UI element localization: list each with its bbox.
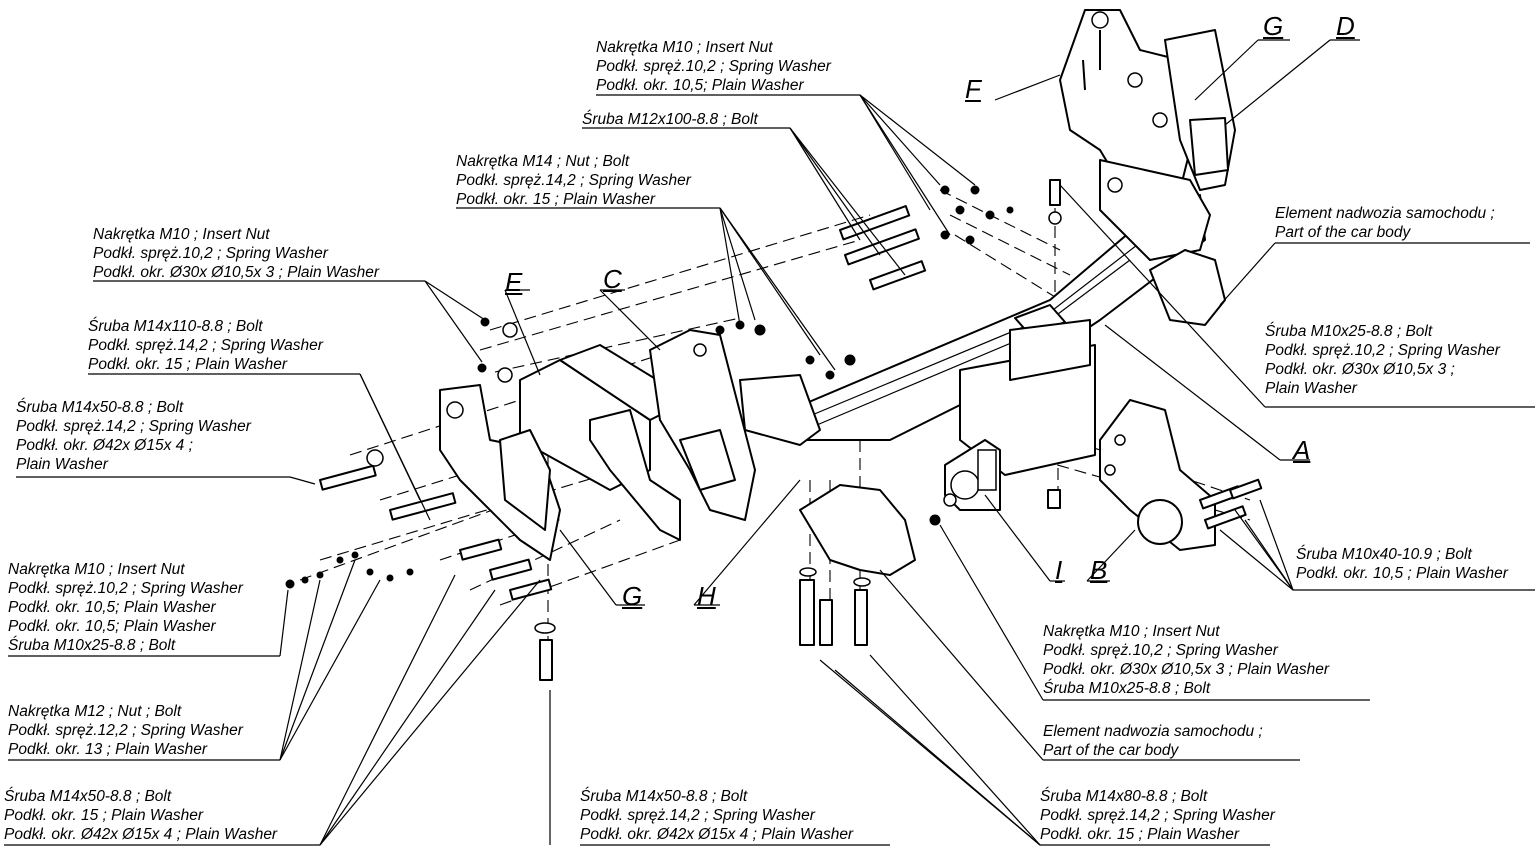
label-line: Podkł. okr. 15 ; Plain Washer xyxy=(88,356,288,373)
label-bolt-m14x50-left: Śruba M14x50-8.8 ; Bolt Podkł. spręż.14,… xyxy=(16,398,251,474)
label-line: Nakrętka M10 ; Insert Nut xyxy=(596,39,773,56)
label-line: Plain Washer xyxy=(1265,380,1357,397)
label-line: Element nadwozia samochodu ; xyxy=(1043,723,1263,740)
label-line: Podkł. spręż.14,2 ; Spring Washer xyxy=(1040,807,1275,824)
label-nut-m14: Nakrętka M14 ; Nut ; Bolt Podkł. spręż.1… xyxy=(456,152,691,209)
label-car-body-top: Element nadwozia samochodu ; Part of the… xyxy=(1275,204,1495,242)
label-line: Podkł. okr. 13 ; Plain Washer xyxy=(8,741,208,758)
label-nut-m10-left: Nakrętka M10 ; Insert Nut Podkł. spręż.1… xyxy=(93,225,379,282)
label-line: Podkł. spręż.10,2 ; Spring Washer xyxy=(1265,342,1500,359)
letter-a: A xyxy=(1293,435,1311,465)
socket-plate-i xyxy=(944,439,1001,511)
label-line: Podkł. okr. Ø42x Ø15x 4 ; Plain Washer xyxy=(4,826,278,843)
label-line: Podkł. okr. 10,5; Plain Washer xyxy=(8,618,216,635)
label-bolt-m14x110: Śruba M14x110-8.8 ; Bolt Podkł. spręż.14… xyxy=(88,317,323,374)
label-top-nut-m10: Nakrętka M10 ; Insert Nut Podkł. spręż.1… xyxy=(596,38,831,95)
letter-d: D xyxy=(1336,11,1355,41)
letter-b: B xyxy=(1090,555,1108,585)
label-line: Part of the car body xyxy=(1275,224,1411,241)
label-line: Nakrętka M10 ; Insert Nut xyxy=(8,561,185,578)
label-line: Nakrętka M10 ; Insert Nut xyxy=(1043,623,1220,640)
label-line: Podkł. spręż.14,2 ; Spring Washer xyxy=(580,807,815,824)
letter-h: H xyxy=(697,581,716,611)
label-line: Podkł. okr. 15 ; Plain Washer xyxy=(456,191,656,208)
label-line: Podkł. okr. Ø30x Ø10,5x 3 ; xyxy=(1265,361,1455,378)
left-mounting-plates xyxy=(439,329,756,561)
label-line: Part of the car body xyxy=(1043,742,1179,759)
crossbar-a xyxy=(739,194,1206,476)
label-line: Podkł. spręż.10,2 ; Spring Washer xyxy=(1043,642,1278,659)
label-line: Śruba M10x25-8.8 ; Bolt xyxy=(8,637,176,654)
label-line: Śruba M14x50-8.8 ; Bolt xyxy=(4,788,172,805)
label-line: Śruba M14x50-8.8 ; Bolt xyxy=(580,788,748,805)
letter-e: E xyxy=(505,267,523,297)
label-bolt-m14x80: Śruba M14x80-8.8 ; Bolt Podkł. spręż.14,… xyxy=(1040,787,1275,844)
label-line: Śruba M12x100-8.8 ; Bolt xyxy=(582,111,758,128)
label-line: Podkł. spręż.10,2 ; Spring Washer xyxy=(93,245,328,262)
label-line: Śruba M14x110-8.8 ; Bolt xyxy=(88,318,263,335)
label-line: Podkł. okr. 15 ; Plain Washer xyxy=(4,807,204,824)
label-line: Podkł. spręż.12,2 ; Spring Washer xyxy=(8,722,243,739)
label-nut-m12: Nakrętka M12 ; Nut ; Bolt Podkł. spręż.1… xyxy=(8,702,243,759)
label-line: Śruba M14x80-8.8 ; Bolt xyxy=(1040,788,1208,805)
label-bolt-m14x50-bottom-left: Śruba M14x50-8.8 ; Bolt Podkł. okr. 15 ;… xyxy=(4,787,277,844)
label-bolt-m12x100: Śruba M12x100-8.8 ; Bolt xyxy=(582,110,758,129)
label-line: Podkł. okr. Ø30x Ø10,5x 3 ; Plain Washer xyxy=(1043,661,1330,678)
label-bolt-m10x25-right: Śruba M10x25-8.8 ; Bolt Podkł. spręż.10,… xyxy=(1265,322,1500,398)
label-line: Śruba M10x25-8.8 ; Bolt xyxy=(1043,680,1211,697)
label-line: Podkł. spręż.14,2 ; Spring Washer xyxy=(456,172,691,189)
label-line: Podkł. okr. 15 ; Plain Washer xyxy=(1040,826,1240,843)
letter-g-top: G xyxy=(1263,11,1284,41)
letter-i: I xyxy=(1055,555,1063,585)
label-line: Nakrętka M12 ; Nut ; Bolt xyxy=(8,703,182,720)
label-line: Element nadwozia samochodu ; xyxy=(1275,205,1495,222)
label-line: Śruba M14x50-8.8 ; Bolt xyxy=(16,399,184,416)
hardware xyxy=(285,179,1263,681)
label-line: Podkł. okr. 10,5 ; Plain Washer xyxy=(1296,565,1508,582)
label-line: Podkł. spręż.10,2 ; Spring Washer xyxy=(8,580,243,597)
label-line: Podkł. okr. Ø42x Ø15x 4 ; Plain Washer xyxy=(580,826,854,843)
label-car-body-bottom: Element nadwozia samochodu ; Part of the… xyxy=(1043,722,1263,760)
letter-c: C xyxy=(603,264,622,294)
label-bolt-m10x40: Śruba M10x40-10.9 ; Bolt Podkł. okr. 10,… xyxy=(1296,545,1508,583)
label-line: Nakrętka M10 ; Insert Nut xyxy=(93,226,270,243)
label-line: Podkł. spręż.14,2 ; Spring Washer xyxy=(88,337,323,354)
label-line: Podkł. okr. 10,5; Plain Washer xyxy=(8,599,216,616)
ball-plate-b xyxy=(1099,399,1216,551)
label-line: Podkł. spręż.10,2 ; Spring Washer xyxy=(596,58,831,75)
letter-g-bottom: G xyxy=(622,581,643,611)
bracket-d-g-f xyxy=(1059,9,1236,261)
label-line: Podkł. okr. Ø42x Ø15x 4 ; xyxy=(16,437,193,454)
leader-lines xyxy=(4,39,1535,846)
letter-f: F xyxy=(965,74,981,104)
label-line: Podkł. okr. Ø30x Ø10,5x 3 ; Plain Washer xyxy=(93,264,380,281)
label-line: Śruba M10x25-8.8 ; Bolt xyxy=(1265,323,1433,340)
label-line: Plain Washer xyxy=(16,456,108,473)
label-bolt-m14x50-bottom-mid: Śruba M14x50-8.8 ; Bolt Podkł. spręż.14,… xyxy=(580,787,853,844)
label-line: Podkł. spręż.14,2 ; Spring Washer xyxy=(16,418,251,435)
label-line: Śruba M10x40-10.9 ; Bolt xyxy=(1296,546,1472,563)
label-nut-m10-bottom-left: Nakrętka M10 ; Insert Nut Podkł. spręż.1… xyxy=(8,560,243,655)
label-line: Podkł. okr. 10,5; Plain Washer xyxy=(596,77,804,94)
car-body-parts xyxy=(799,249,1226,576)
label-nut-m10-right: Nakrętka M10 ; Insert Nut Podkł. spręż.1… xyxy=(1043,622,1329,698)
label-line: Nakrętka M14 ; Nut ; Bolt xyxy=(456,153,630,170)
